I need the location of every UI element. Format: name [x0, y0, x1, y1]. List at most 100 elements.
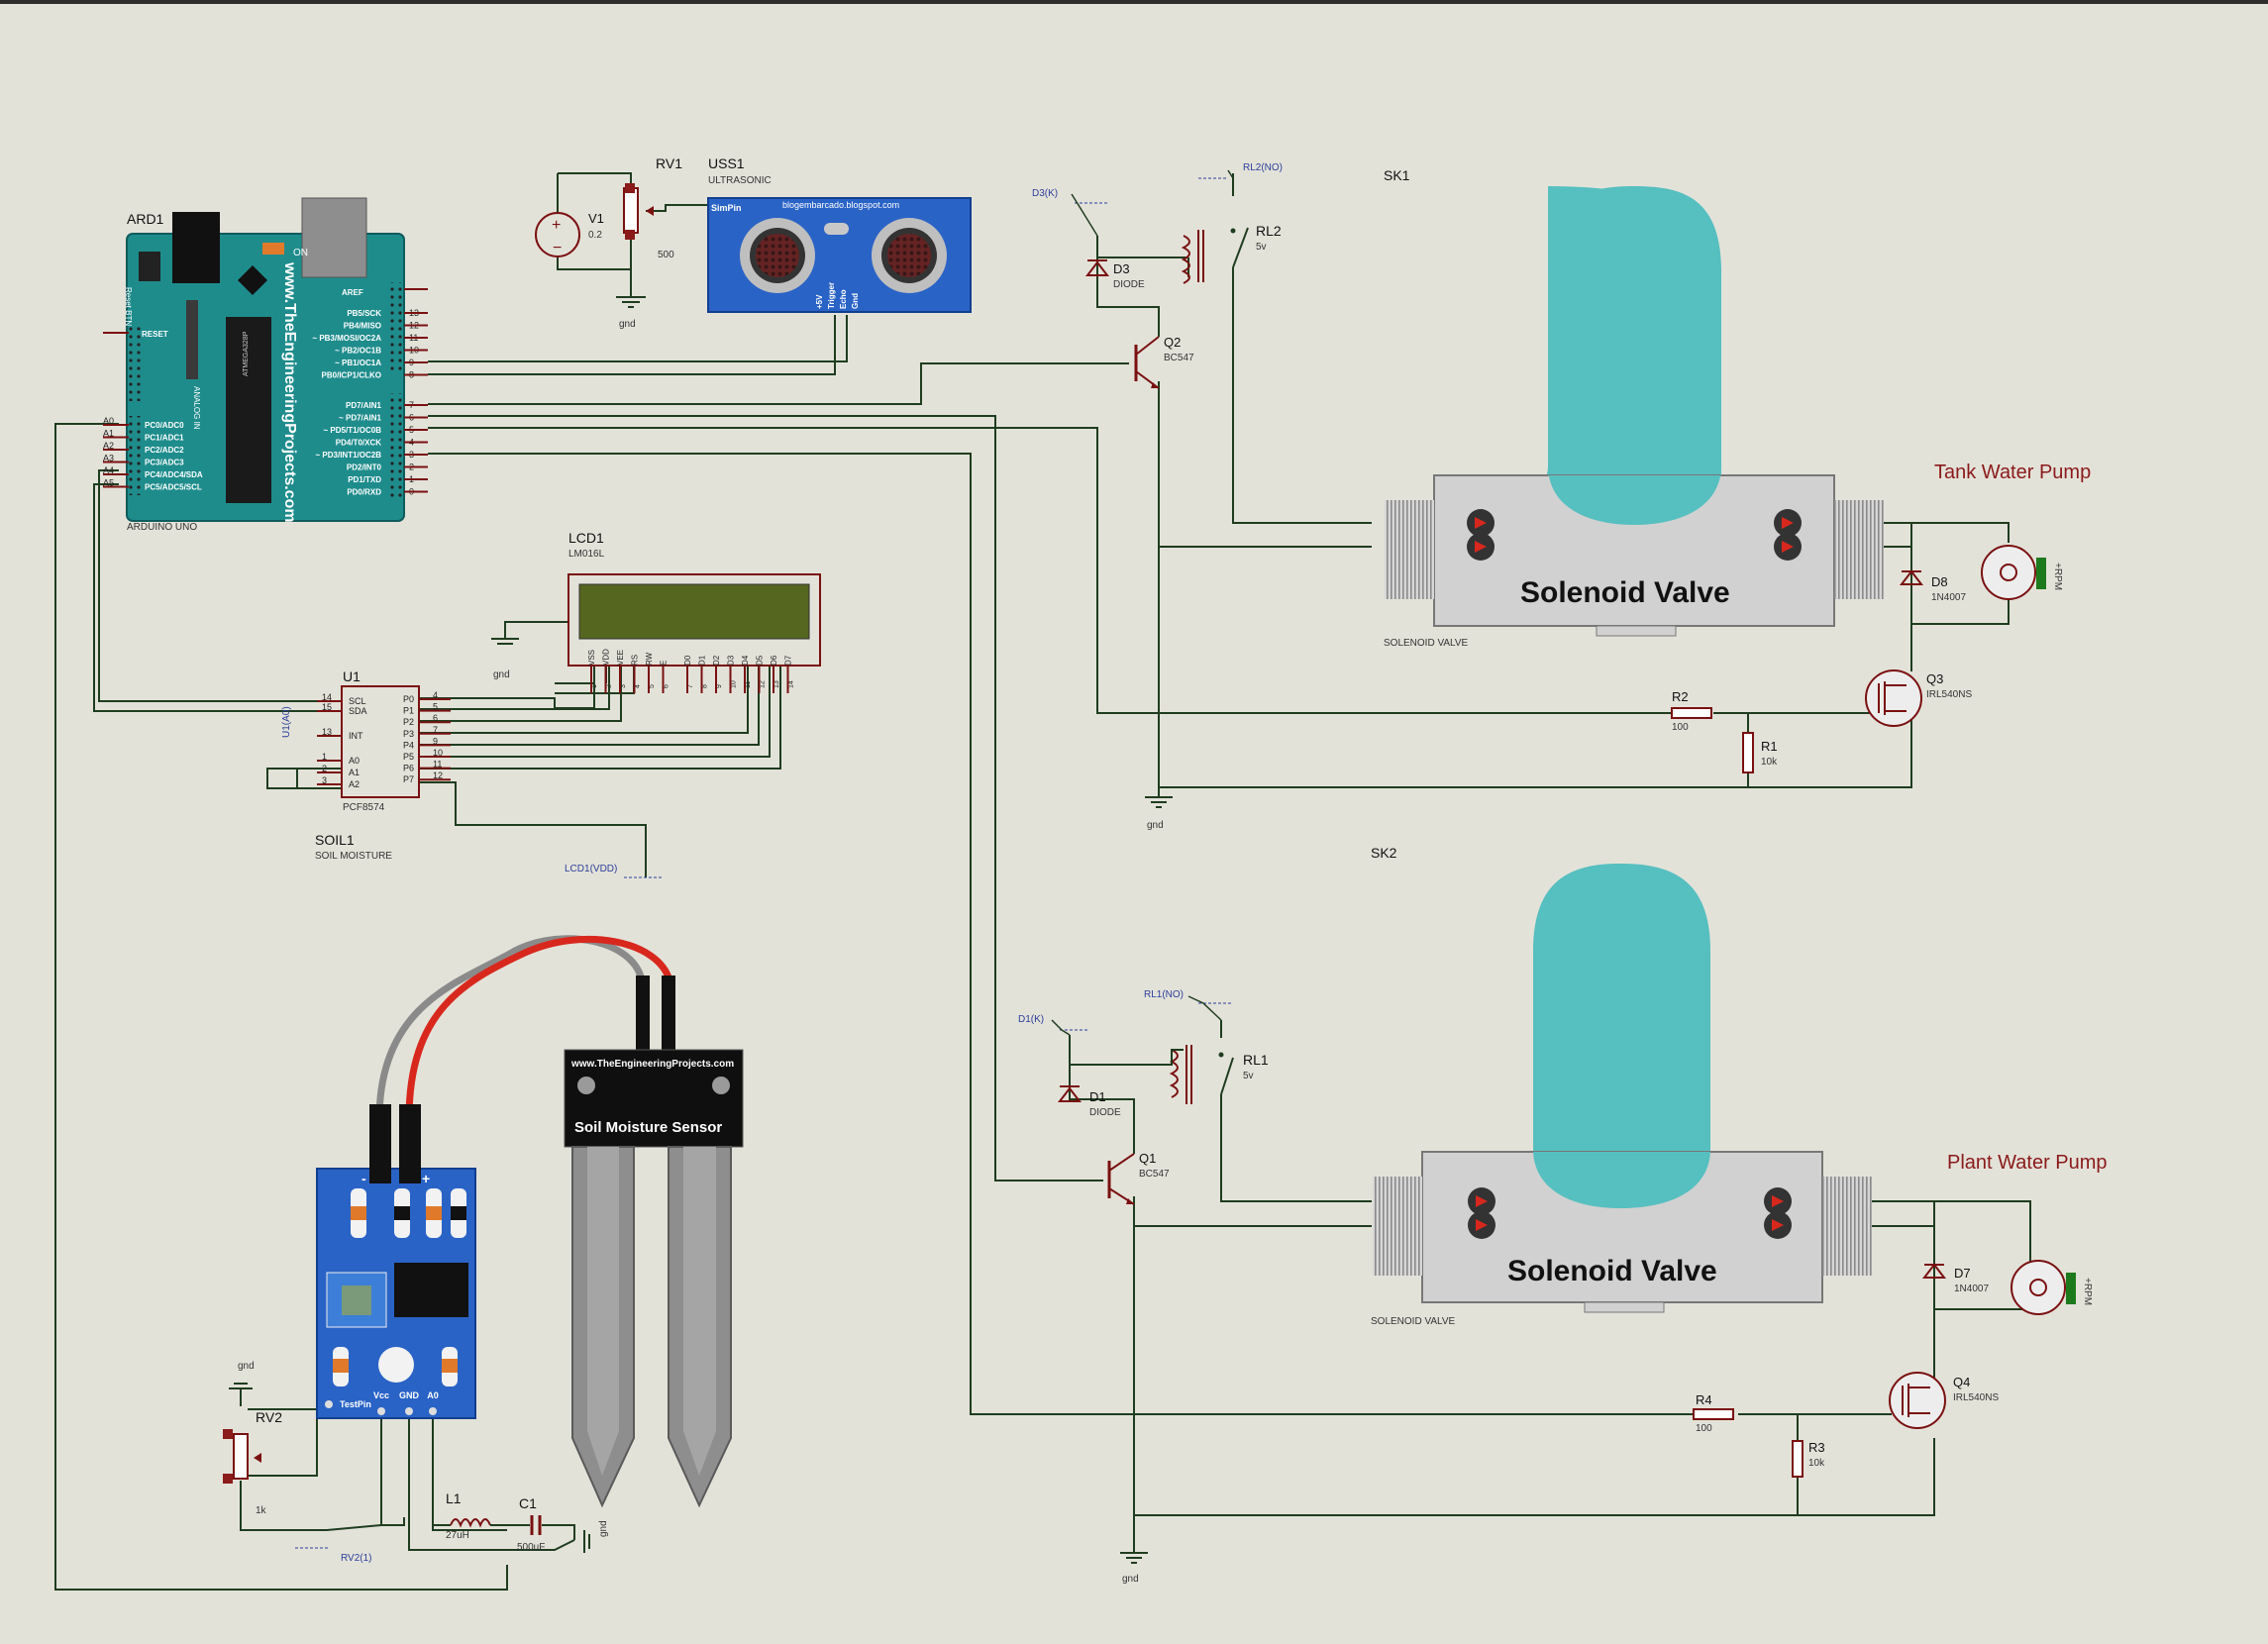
wire-pump1-ret [1911, 599, 2010, 625]
power-header [129, 327, 143, 401]
wire-lcd-d6 [419, 666, 771, 758]
d8-value: 1N4007 [1931, 592, 1966, 603]
digital-header-b [390, 282, 404, 374]
lcd-pin-number: 2 [606, 684, 613, 688]
wire-d3-q2 [1096, 236, 1160, 337]
u1-pin-number: 4 [433, 690, 438, 700]
plant-pump-motor[interactable]: +RPM [2010, 1260, 2093, 1315]
arduino-pin-label: PD4/T0/XCK [336, 439, 381, 448]
v1-value: 0.2 [588, 230, 602, 241]
tank-pump-motor[interactable]: +RPM [1981, 545, 2063, 600]
lcd1-sub: LM016L [568, 549, 605, 560]
wire-d1-q1 [1069, 1035, 1135, 1154]
wire-soil-gnd [408, 1416, 575, 1551]
q4-value: IRL540NS [1953, 1392, 1999, 1403]
wire-rv1-top [558, 172, 632, 188]
r2-resistor[interactable]: R2 100 [1671, 689, 1712, 733]
ground-symbol-q1: gnd [1120, 1515, 1148, 1585]
rl2-relay[interactable]: RL2 5v RL2(NO) [1181, 162, 1283, 284]
wire-a5 [93, 483, 342, 712]
solenoid-valve-sk1[interactable]: Solenoid Valve SOLENOID VALVE SK1 [1384, 167, 1884, 649]
soil-probe[interactable]: www.TheEngineeringProjects.com Soil Mois… [564, 976, 744, 1508]
lcd-pin-number: 12 [760, 680, 767, 688]
wire-soil-lc [432, 1525, 507, 1531]
wire-rl2-sk1 [1232, 267, 1372, 524]
d7-ref: D7 [1954, 1266, 1971, 1281]
q3-mosfet[interactable]: Q3 IRL540NS [1865, 669, 1972, 727]
wire-rv1-wiper [646, 204, 708, 212]
q2-ref: Q2 [1164, 335, 1181, 350]
lcd-module[interactable]: VSS1VDD2VEE3RS4RW5E6D07D18D29D310D411D51… [567, 530, 821, 693]
rl1-term: RL1(NO) [1144, 989, 1184, 1000]
r3-ref: R3 [1808, 1440, 1825, 1455]
arduino-reset: RESET [142, 330, 168, 339]
d1-ref: D1 [1089, 1089, 1106, 1104]
u1-pin-number: 15 [322, 702, 332, 712]
rv2-potentiometer[interactable]: RV2 1k RV2(1) [223, 1409, 372, 1564]
wire-lcd-d4 [419, 666, 749, 734]
q2-value: BC547 [1164, 353, 1194, 363]
r4-resistor[interactable]: R4 100 [1693, 1392, 1734, 1434]
lcd-pin-number: 8 [702, 684, 709, 688]
v1-plus: + [552, 217, 561, 234]
d1-diode[interactable]: D1 DIODE [1057, 1085, 1121, 1118]
u1-pin-label: A0 [349, 756, 360, 766]
d7-value: 1N4007 [1954, 1284, 1989, 1294]
sk1-valve-title: Solenoid Valve [1520, 576, 1730, 609]
ultrasonic-pin-label: +5V [815, 294, 824, 309]
q1-transistor[interactable]: Q1 BC547 [1107, 1151, 1170, 1205]
r3-resistor[interactable]: R3 10k [1792, 1440, 1825, 1478]
rv2-ref: RV2 [256, 1409, 282, 1425]
r3-value: 10k [1808, 1458, 1825, 1469]
l1-inductor[interactable]: L1 27uH [446, 1490, 491, 1541]
v1-minus: − [553, 240, 562, 257]
usb-port [172, 212, 220, 283]
ultrasonic-pin-label: Echo [839, 289, 848, 309]
arduino-pin-label: ~ PD5/T1/OC0B [324, 426, 382, 435]
lcd-pin-label: D4 [741, 655, 750, 666]
wire-sk2-right [1872, 1200, 2031, 1263]
lcd-pin-label: D2 [712, 655, 721, 666]
arduino-pin-number: A4 [103, 465, 114, 475]
soil-pin-label: Vcc [373, 1390, 389, 1400]
arduino-pin-label: ~ PB3/MOSI/OC2A [312, 334, 381, 343]
arduino-pin-label: ~ PB2/OC1B [335, 347, 381, 356]
u1-pin-number: 12 [433, 771, 443, 780]
u1-pin-number: 1 [322, 752, 327, 762]
tank-pump-label: Tank Water Pump [1934, 462, 2091, 483]
d1-term: D1(K) [1018, 1014, 1044, 1025]
sk1-sub: SOLENOID VALVE [1384, 638, 1469, 649]
d7-diode[interactable]: D7 1N4007 [1921, 1263, 1989, 1294]
arduino-pin-label: PB5/SCK [347, 309, 381, 318]
d3-diode[interactable]: D3 DIODE [1084, 259, 1145, 290]
rl1-ref: RL1 [1243, 1052, 1269, 1068]
wire-rl1-sk2 [1220, 1094, 1372, 1202]
solenoid-valve-sk2[interactable]: Solenoid Valve SOLENOID VALVE [1371, 864, 1872, 1327]
q2-transistor[interactable]: Q2 BC547 [1134, 335, 1194, 389]
v1-source[interactable]: + − V1 0.2 [535, 211, 604, 257]
arduino-pin-number: A1 [103, 429, 114, 439]
q4-ref: Q4 [1953, 1375, 1970, 1389]
arduino-reset-btn-label: Reset BTN [124, 287, 133, 326]
sk2-sub: SOLENOID VALVE [1371, 1316, 1456, 1327]
power-jack [301, 197, 367, 278]
sk2-ref: SK2 [1371, 845, 1397, 861]
q4-mosfet[interactable]: Q4 IRL540NS [1889, 1372, 1999, 1429]
pump1-rpm: +RPM [2052, 563, 2063, 590]
arduino-uno[interactable]: ON Reset BTN www.TheEngineeringProjects.… [103, 197, 428, 533]
reset-button[interactable] [139, 252, 160, 281]
rv1-value: 500 [658, 250, 674, 260]
rl1-relay[interactable]: RL1 5v RL1(NO) [1134, 989, 1269, 1104]
d8-diode[interactable]: D8 1N4007 [1899, 569, 1966, 603]
r1-resistor[interactable]: R1 10k [1742, 732, 1778, 773]
c1-capacitor[interactable]: C1 500uF gnd [490, 1495, 609, 1553]
rv1-potentiometer[interactable]: RV1 500 [623, 155, 682, 260]
rv2-term: RV2(1) [341, 1553, 372, 1564]
d3-value: DIODE [1113, 279, 1145, 290]
l1-value: 27uH [446, 1530, 469, 1541]
lcd-pin-number: 1 [591, 684, 598, 688]
